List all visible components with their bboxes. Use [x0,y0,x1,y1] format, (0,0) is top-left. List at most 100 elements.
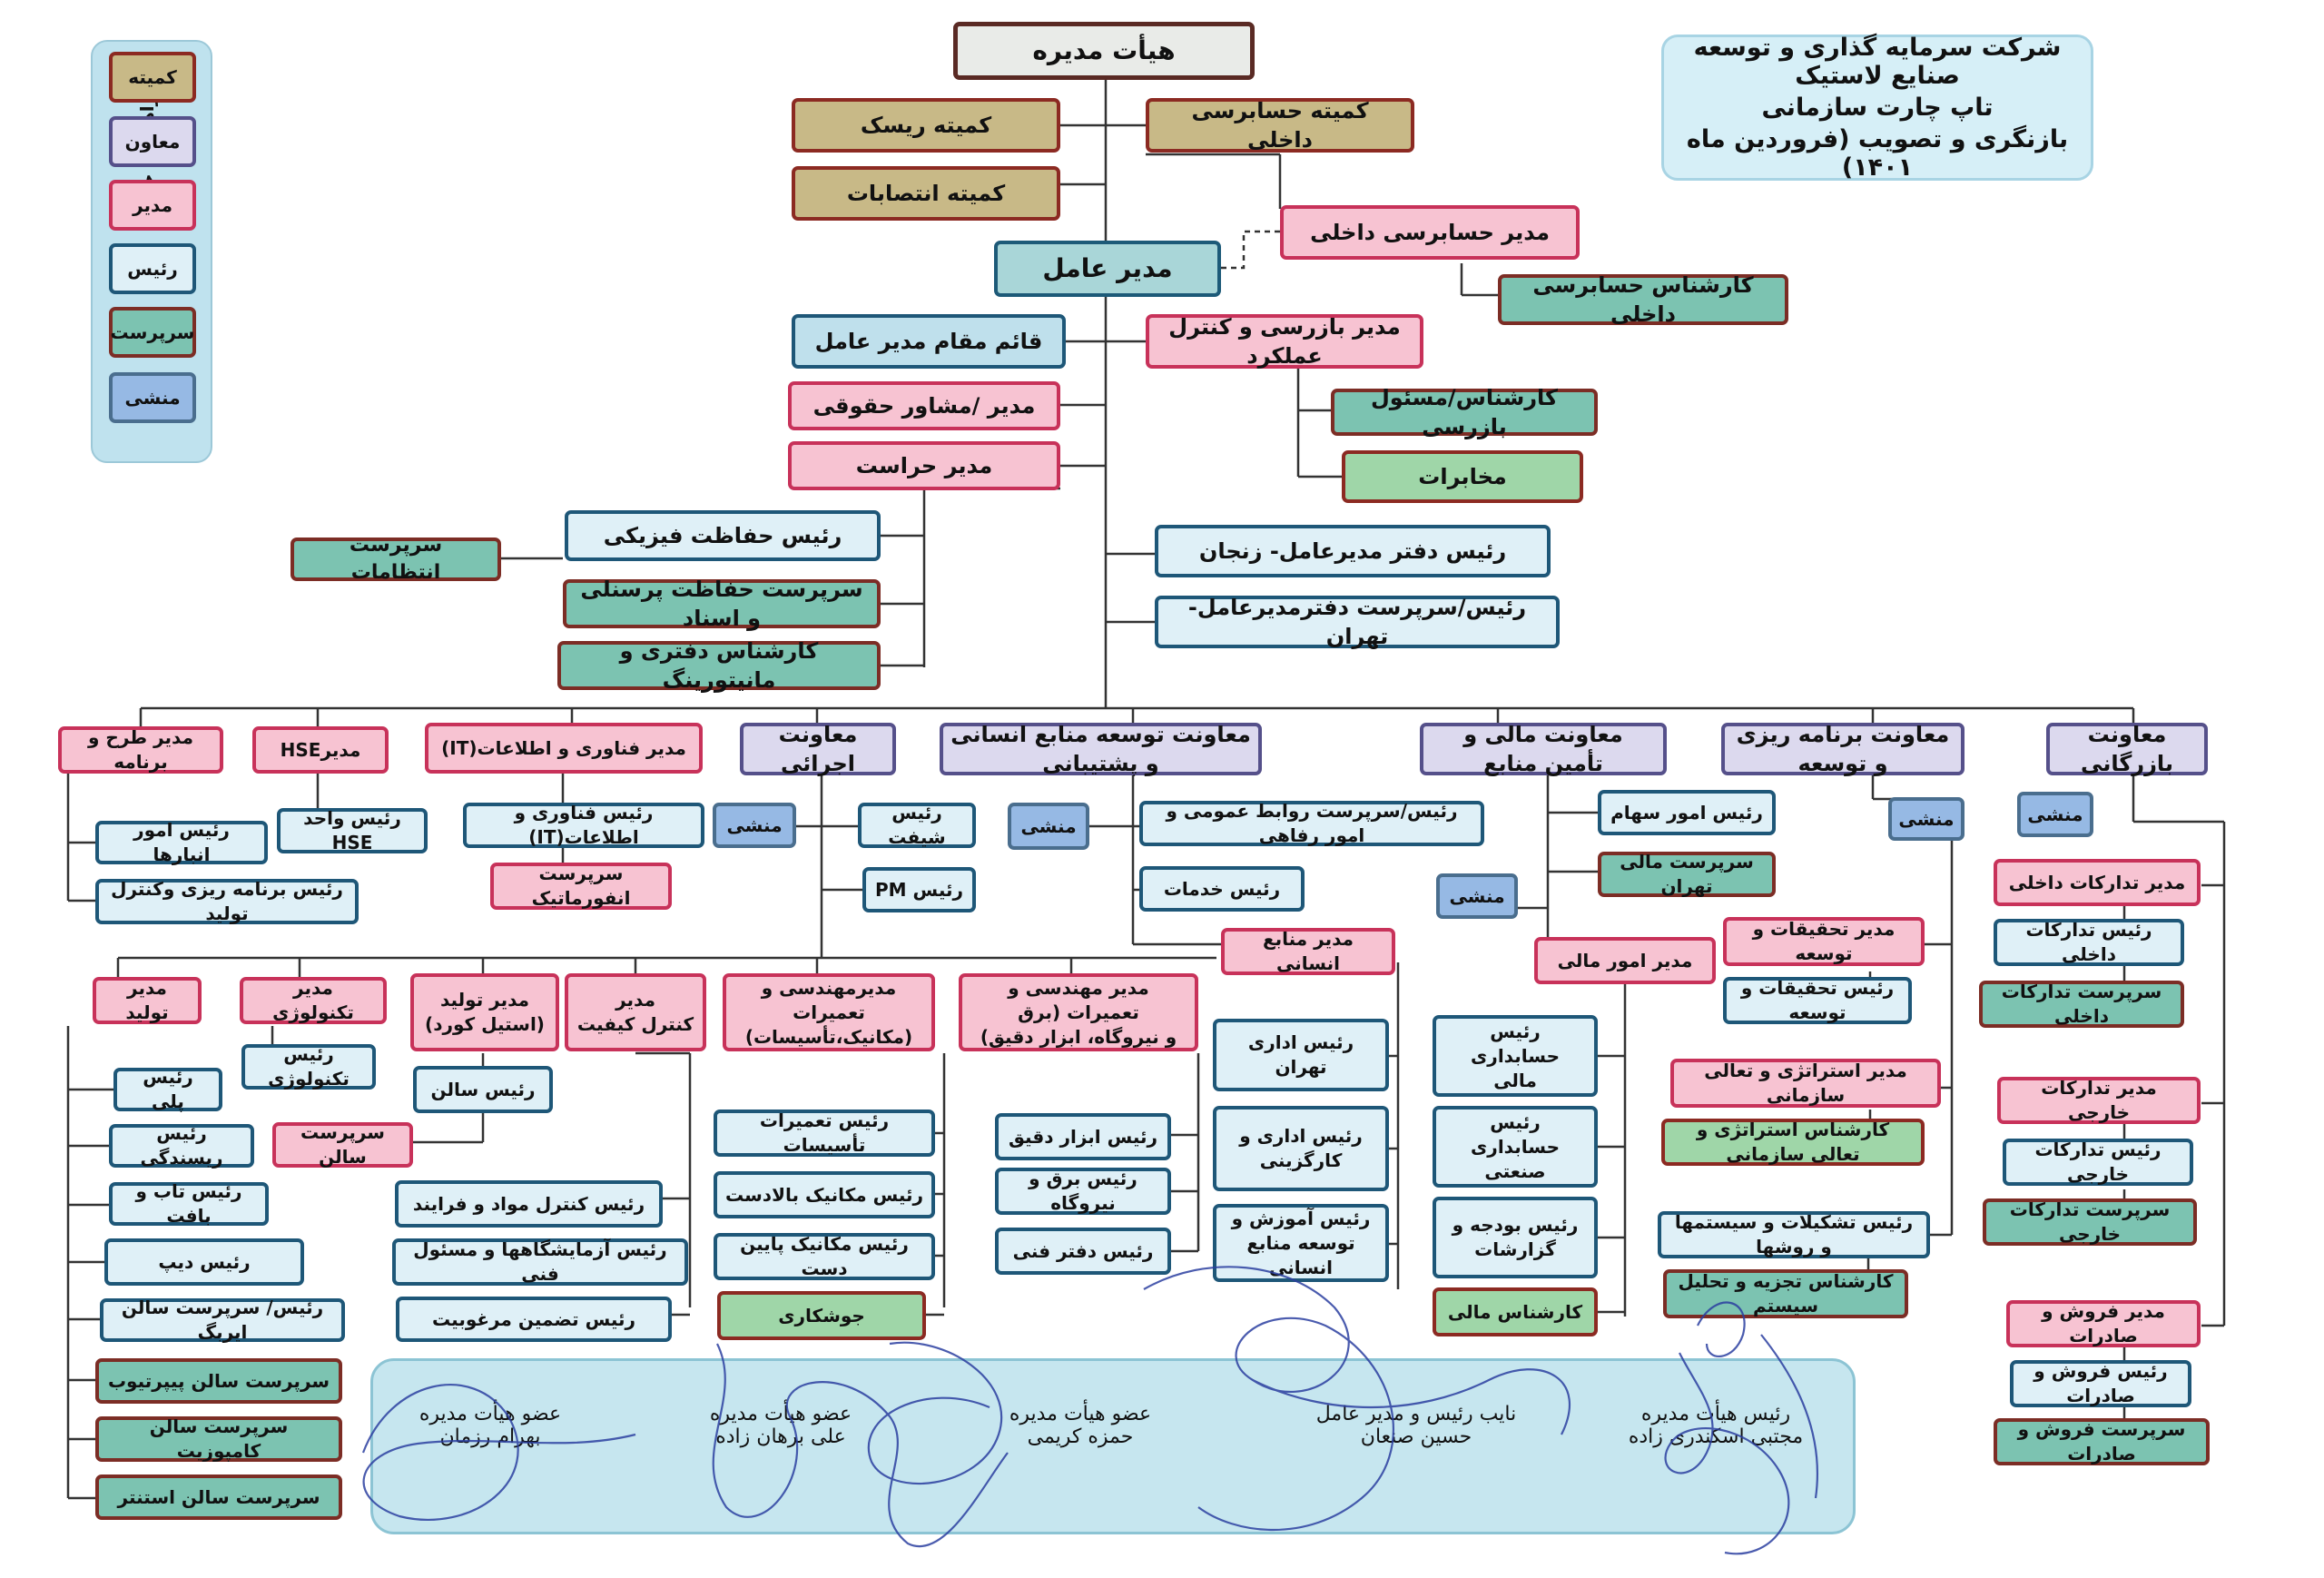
admin-recruitment-head: رئیس اداری و کارگزینی [1213,1106,1389,1191]
finance-deputy: معاونت مالی و تأمین منابع [1420,722,1667,776]
signature-member-3: عضو هیأت مدیره بهرام رزمان [399,1403,581,1448]
commerce-deputy: معاونت بازرگانی [2046,722,2208,776]
discipline-supervisor: سرپرست انتظامات [290,534,501,584]
signature-name: بهرام رزمان [439,1425,541,1448]
pm-head: رئیس PM [862,867,976,912]
hr-secretary: منشی [1008,803,1089,850]
it-manager: مدیر فناوری و اطلاعات(IT) [425,723,703,774]
bridge-head: رئیس پلی [113,1066,222,1112]
communications: مخابرات [1342,450,1583,503]
composite-hall-supervisor: سرپرست سالن کامپوزیت [95,1415,342,1462]
domestic-procurement-manager: مدیر تدارکات داخلی [1994,859,2201,906]
internal-audit-manager: مدیر حسابرسی داخلی [1280,205,1580,260]
planning-secretary: منشی [1888,797,1965,841]
signature-member-2: عضو هیأت مدیره علی برهان زاده [690,1403,872,1448]
ops-secretary: منشی [713,803,796,848]
dip-head: رئیس دیپ [104,1238,304,1286]
foreign-procurement-manager: مدیر تدارکات خارجی [1997,1077,2201,1124]
steel-cord-manager-line1: مدیر تولید [439,989,530,1011]
finance-manager: مدیر امور مالی [1534,937,1716,984]
quality-manager-line2: کنترل کیفیت [576,1013,694,1035]
warehouse-head: رئیس امور انبارها [95,819,268,865]
planning-development-deputy: معاونت برنامه ریزی و توسعه [1721,722,1965,776]
mechanical-engineering-manager: مدیرمهندسی و تعمیرات (مکانیک،تأسیسات) [723,973,935,1051]
deputy-ceo: قائم مقام مدیر عامل [792,314,1066,369]
pr-welfare-head: رئیس/سرپرست روابط عمومی و امور رفاهی [1139,800,1484,846]
airbag-hall-head: رئیس/ سرپرست سالن ایربگ [100,1297,345,1343]
operations-deputy: معاونت اجرائی [740,722,896,776]
hse-unit-head: رئیس واحد HSE [277,807,428,853]
signature-member-1: عضو هیأت مدیره حمزه کریمی [990,1403,1171,1448]
hall-head: رئیس سالن [413,1066,553,1113]
signature-vice-chairman-ceo: نایب رئیس و مدیر عامل حسین صنعان [1307,1403,1525,1448]
upstream-mechanics-head: رئیس مکانیک بالادست [714,1171,935,1218]
domestic-procurement-supervisor: سرپرست تدارکات داخلی [1979,981,2184,1028]
tehran-finance-supervisor: سرپرست مالی تهران [1598,851,1776,897]
production-manager: مدیر تولید [93,977,202,1024]
legal-manager: مدیر /مشاور حقوقی [788,381,1060,430]
financial-accounting-line1: رئیس حسابداری [1470,1020,1561,1067]
quality-control-manager: مدیر کنترل کیفیت [565,973,706,1051]
steel-cord-production-manager: مدیر تولید (استیل کورد) [410,973,559,1051]
pipertube-hall-supervisor: سرپرست سالن پیپرتیوب [95,1358,342,1404]
monitoring-expert: کارشناس دفتری و مانیتورینگ [557,638,881,693]
stenter-hall-supervisor: سرپرست سالن استنتر [95,1474,342,1520]
budget-head-line2: گزارشات [1474,1238,1556,1260]
foreign-procurement-head: رئیس تدارکات خارجی [2003,1139,2193,1186]
hr-manager: مدیر منابع انسانی [1221,928,1395,975]
elec-manager-line1: مدیر مهندسی و تعمیرات (برق [1008,976,1149,1023]
materials-control-head: رئیس کنترل مواد و فرایند [395,1180,663,1228]
spinning-head: رئیس ریسندگی [109,1122,254,1169]
company-name: شرکت سرمایه گذاری و توسعه صنایع لاستیک [1693,34,2062,90]
production-planning-head: رئیس برنامه ریزی وکنترل تولید [95,878,359,924]
shift-head: رئیس شیفت [858,802,976,848]
strategy-expert: کارشناس استراتژی و تعالی سازمانی [1661,1119,1925,1166]
signature-role: عضو هیأت مدیره [709,1403,852,1425]
hse-manager: مدیرHSE [252,726,389,774]
legend-item-committee: کمیته [109,52,196,103]
financial-accounting-head: رئیس حسابداری مالی [1433,1015,1598,1097]
signature-role: عضو هیأت مدیره [1009,1403,1152,1425]
sales-export-manager: مدیر فروش و صادرات [2006,1300,2201,1347]
steel-cord-manager-line2: (استیل کورد) [425,1013,545,1035]
elec-manager-line2: و نیروگاه، ابزار دقیق) [980,1025,1177,1048]
legend-item-deputy: معاون [109,116,196,167]
foreign-procurement-supervisor: سرپرست تدارکات خارجی [1983,1198,2197,1246]
budget-head-line1: رئیس بودجه و [1452,1214,1579,1236]
training-head: رئیس آموزش و توسعه منابع انسانی [1213,1204,1389,1282]
finance-secretary: منشی [1436,873,1518,919]
risk-committee: کمیته ریسک [792,98,1060,153]
board-of-directors: هیأت مدیره [953,22,1255,80]
instrumentation-head: رئیس ابزار دقیق [995,1113,1171,1160]
training-head-line1: رئیس آموزش و [1231,1207,1371,1229]
rnd-head: رئیس تحقیقات و توسعه [1723,977,1912,1024]
legend-item-manager: مدیر [109,180,196,231]
internal-audit-expert: کارشناس حسابرسی داخلی [1498,272,1788,327]
signature-role: نایب رئیس و مدیر عامل [1315,1403,1517,1425]
budget-reports-head: رئیس بودجه و گزارشات [1433,1197,1598,1278]
legend-item-supervisor: سرپرست [109,307,196,358]
training-head-line2: توسعه منابع انسانی [1246,1231,1355,1278]
security-manager: مدیر حراست [788,441,1060,490]
inspection-expert: کارشناس/مسئول بازرسی [1331,385,1598,439]
systems-analyst: کارشناس تجزیه و تحلیل سیستم [1663,1269,1908,1318]
welding: جوشکاری [717,1291,926,1340]
mech-manager-line1: مدیرمهندسی و تعمیرات [761,976,897,1023]
sales-export-head: رئیس فروش و صادرات [2010,1360,2191,1407]
plan-program-manager: مدیر طرح و برنامه [58,726,223,774]
legend-item-head: رئیس [109,243,196,294]
industrial-accounting-line1: رئیس حسابداری [1470,1110,1561,1158]
signature-name: علی برهان زاده [715,1425,846,1448]
signature-role: عضو هیأت مدیره [419,1403,562,1425]
industrial-accounting-line2: صنعتی [1484,1159,1546,1182]
informatics-supervisor: سرپرست انفورماتیک [490,863,672,910]
legend-item-secretary: منشی [109,372,196,423]
twist-weave-head: رئیس تاب و بافت [109,1180,269,1227]
signature-name: حمزه کریمی [1027,1425,1134,1448]
labs-head: رئیس آزمایشگاهها و مسئول فنی [392,1238,688,1286]
signature-role: رئیس هیأت مدیره [1640,1403,1791,1425]
revision-note: بازنگری و تصویب (فروردین ماه ۱۴۰۱) [1686,125,2069,182]
technical-office-head: رئیس دفتر فنی [995,1228,1171,1275]
ceo-office-tehran: رئیس/سرپرست دفترمدیرعامل-تهران [1155,595,1560,649]
